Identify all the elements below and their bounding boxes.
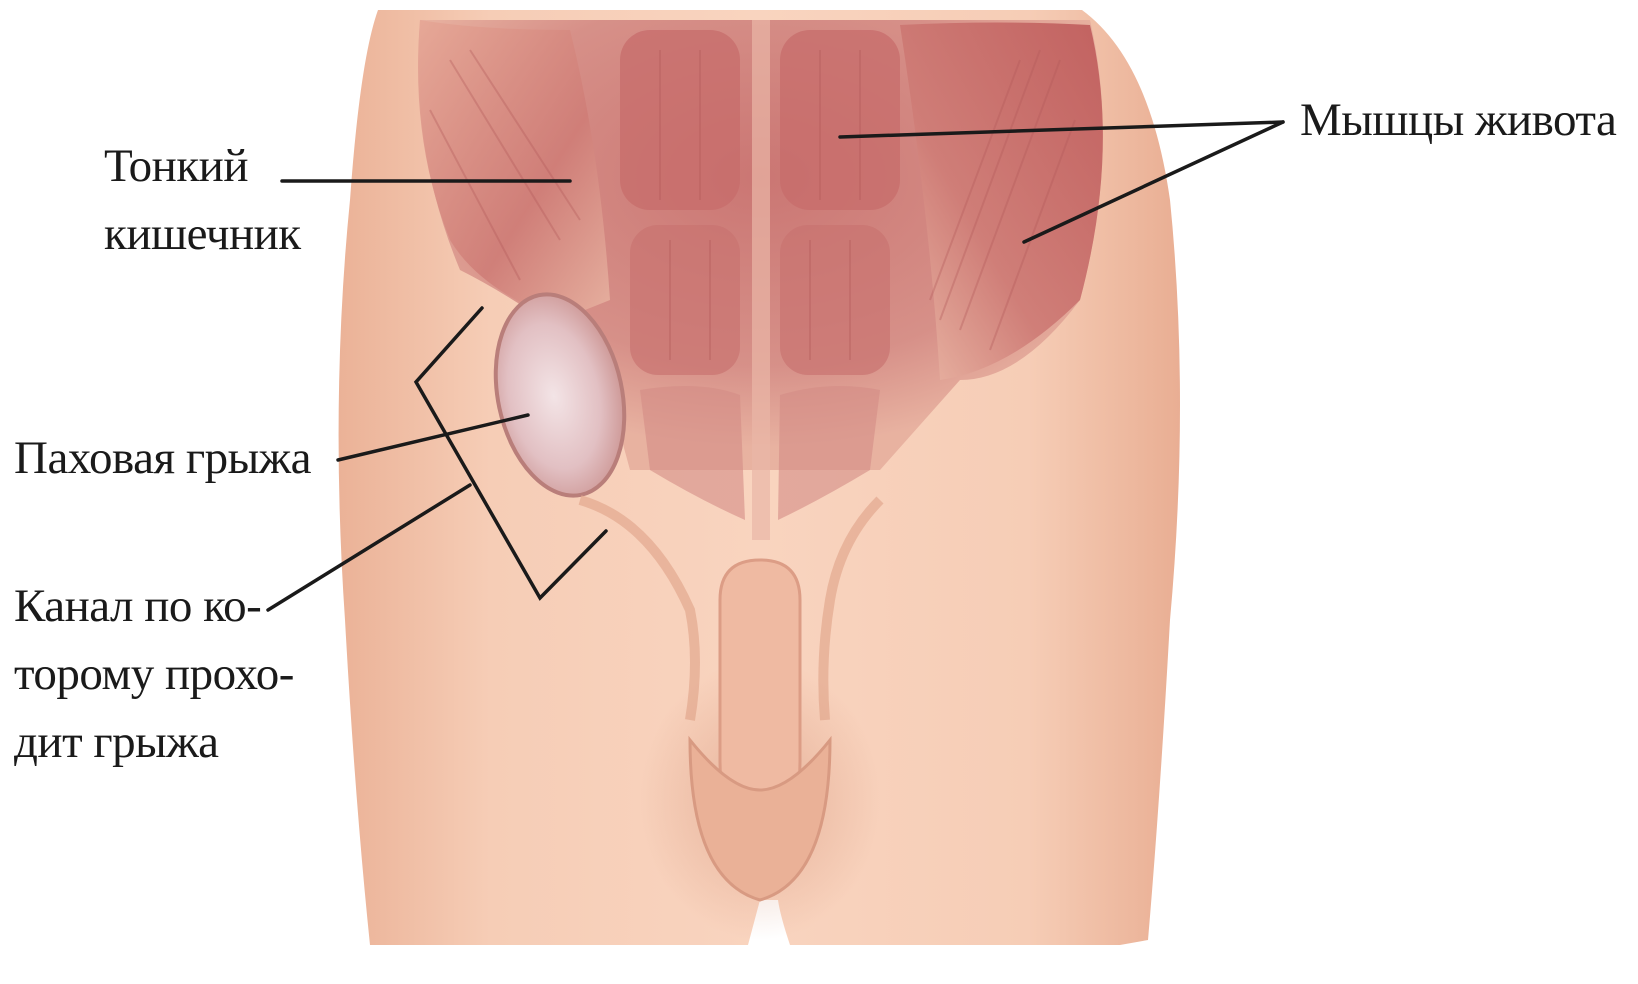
label-small-intestine-line-2: кишечник: [104, 200, 301, 268]
label-small-intestine: Тонкий кишечник: [104, 132, 301, 268]
label-hernia-canal-line-2: торому прохо-: [14, 640, 294, 708]
label-hernia-canal-line-3: дит грыжа: [14, 708, 294, 776]
rectus-abdominis: [620, 20, 900, 540]
label-hernia-canal: Канал по ко- торому прохо- дит грыжа: [14, 572, 294, 776]
label-inguinal-hernia: Паховая грыжа: [14, 424, 311, 492]
label-inguinal-hernia-text: Паховая грыжа: [14, 424, 311, 492]
label-hernia-canal-line-1: Канал по ко-: [14, 572, 294, 640]
label-small-intestine-line-1: Тонкий: [104, 132, 301, 200]
label-abdominal-muscles: Мышцы живота: [1300, 86, 1616, 154]
label-abdominal-muscles-text: Мышцы живота: [1300, 86, 1616, 154]
